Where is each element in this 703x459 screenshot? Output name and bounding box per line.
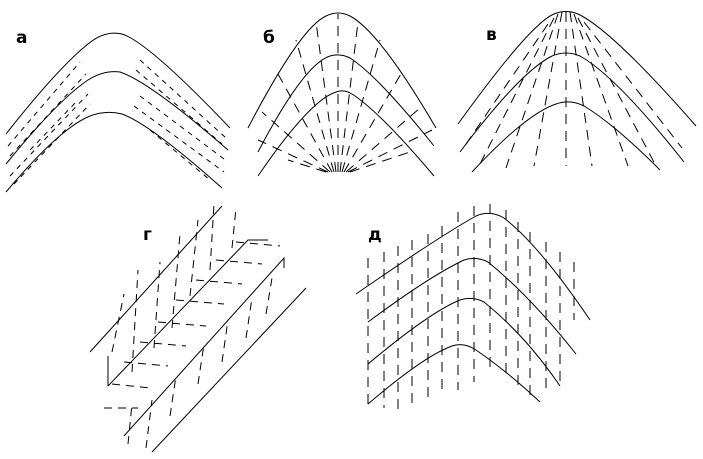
- panel-a-bed-2: [5, 71, 229, 165]
- panel-g-label: г: [143, 225, 152, 245]
- panel-d-bed-4: [367, 344, 541, 405]
- panel-a-cleavage-right: [133, 59, 229, 181]
- panel-a-bed-3: [5, 111, 223, 193]
- panel-d-bed-3: [367, 297, 561, 387]
- panel-v-label: в: [486, 25, 497, 45]
- panel-b-bed-3: [257, 90, 435, 177]
- panel-d-label: д: [368, 225, 382, 245]
- panel-a-label: а: [16, 28, 27, 48]
- panel-a-cleavage-left: [7, 61, 91, 185]
- panel-g-cleavage-steep: [111, 203, 273, 449]
- panel-d: д: [355, 204, 591, 410]
- panel-v-bed-1: [457, 11, 697, 127]
- panel-g-edge-fold: [123, 256, 285, 437]
- panel-b-label: б: [263, 28, 275, 48]
- panel-g-edge-bottom: [151, 287, 307, 453]
- panel-d-cleavage-vertical: [367, 204, 575, 410]
- panel-b-cleavage-fan: [257, 14, 433, 173]
- panel-g-edge-top: [89, 205, 223, 353]
- panel-d-bed-2: [367, 257, 577, 355]
- panel-v: в: [457, 11, 697, 173]
- panel-b-bed-1: [247, 12, 437, 129]
- panel-b: б: [247, 12, 437, 177]
- panel-v-bed-3: [471, 101, 661, 173]
- panel-a: а: [5, 28, 231, 193]
- panel-v-cleavage-fan: [461, 11, 683, 169]
- panel-g-cleavage-flat: [104, 241, 281, 409]
- panel-a-bed-1: [5, 32, 231, 135]
- panel-d-bed-1: [355, 212, 591, 321]
- panel-g: г: [89, 203, 307, 453]
- panel-b-bed-2: [257, 54, 435, 153]
- panel-v-bed-2: [459, 52, 685, 163]
- panel-g-edge-mid: [107, 239, 268, 387]
